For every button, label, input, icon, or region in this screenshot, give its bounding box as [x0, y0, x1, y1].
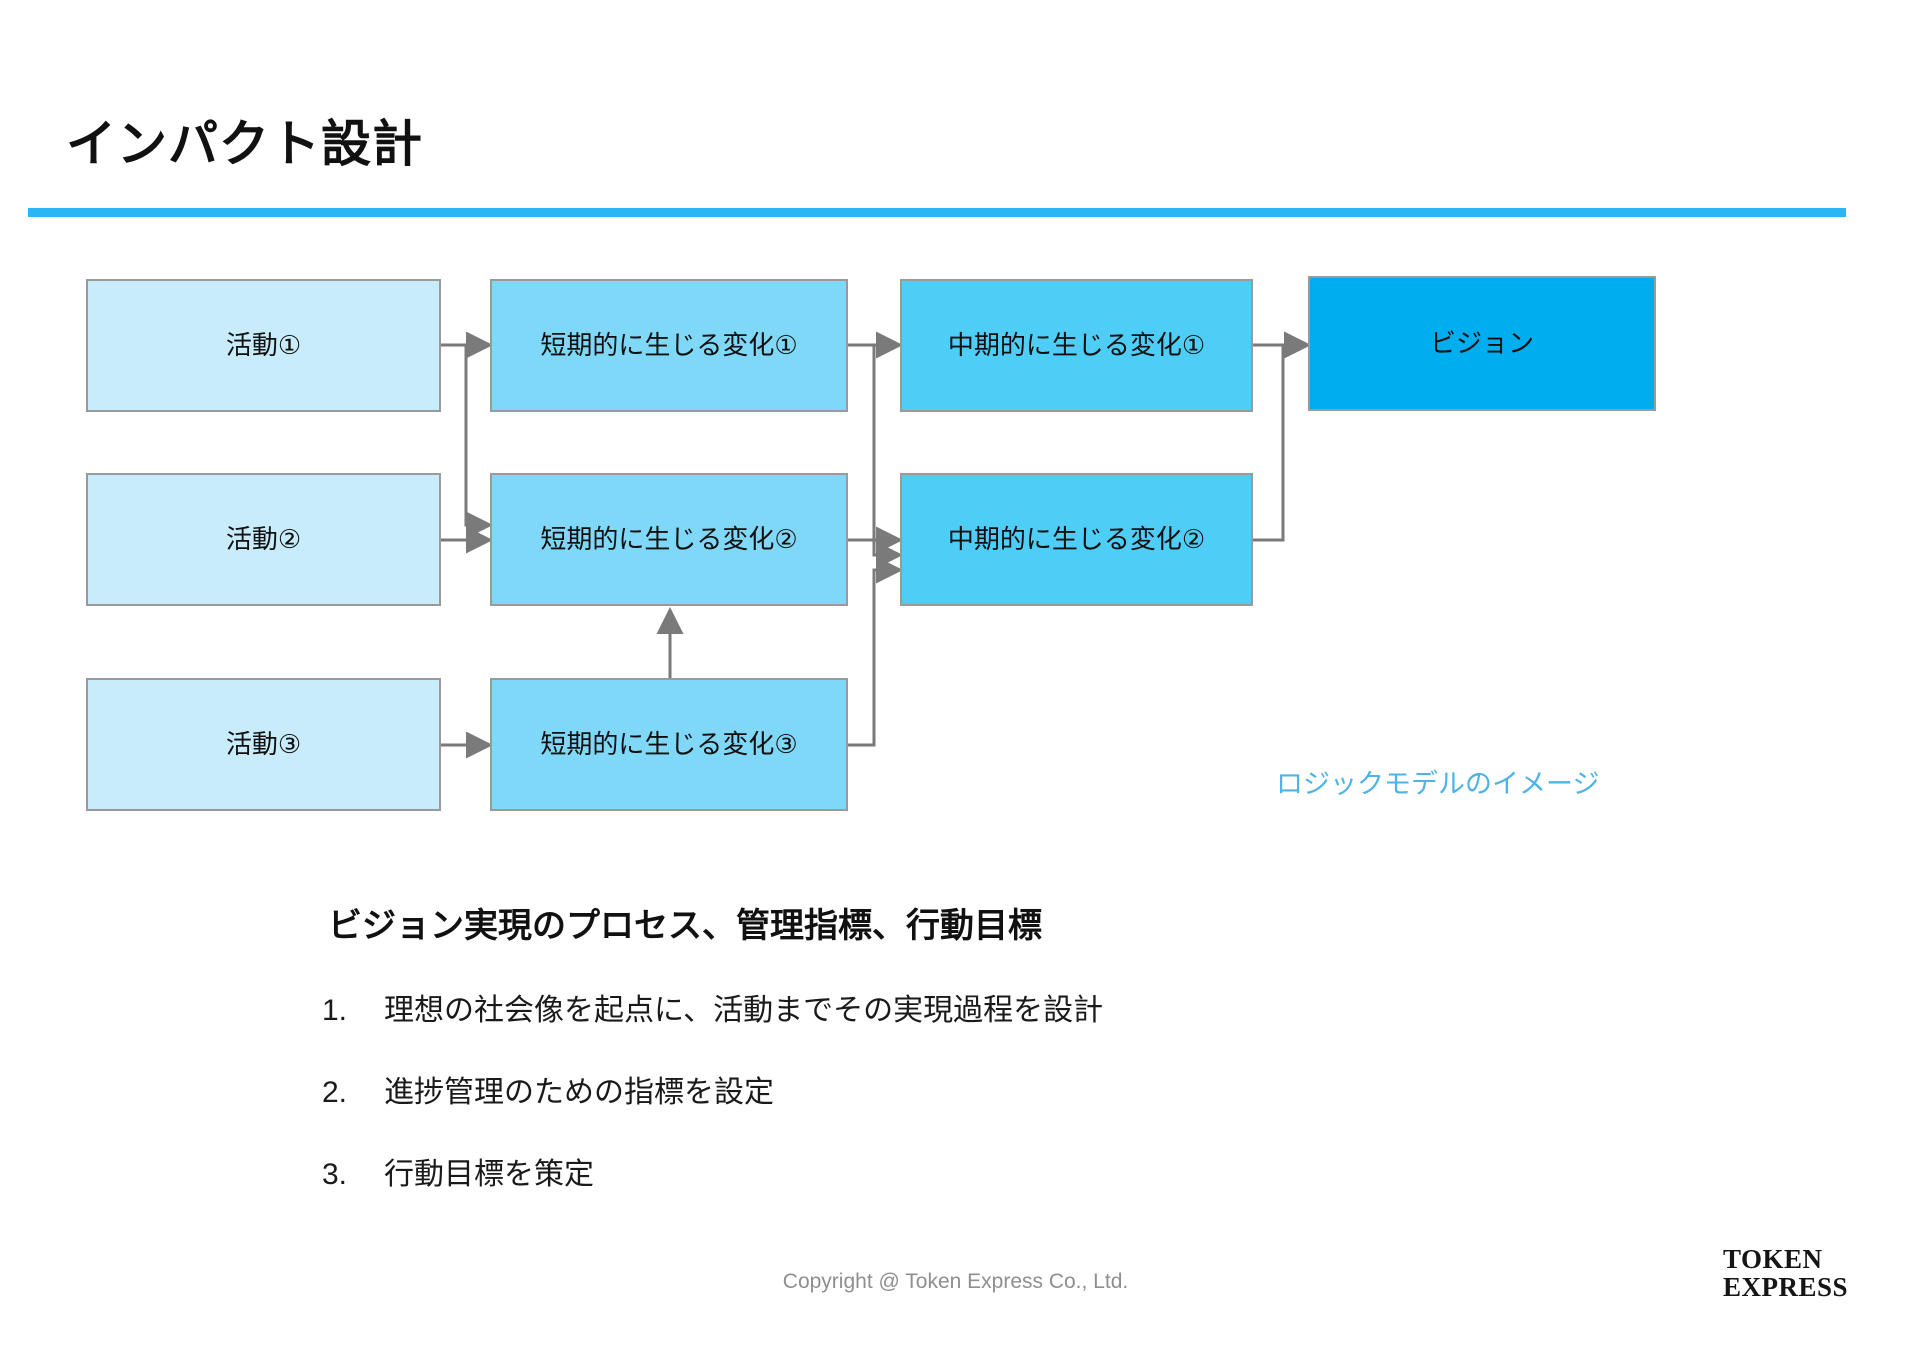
node-activity-3[interactable]: 活動③ — [86, 678, 441, 811]
token-express-logo: TOKEN EXPRESS — [1723, 1245, 1883, 1302]
copyright-text: Copyright @ Token Express Co., Ltd. — [782, 1270, 1129, 1293]
node-label: 活動② — [225, 523, 302, 554]
list-text: 行動目標を策定 — [384, 1158, 594, 1191]
list-marker: 2. — [322, 1076, 348, 1109]
node-activity-1[interactable]: 活動① — [86, 279, 441, 412]
logo-line-1: TOKEN — [1723, 1244, 1823, 1274]
node-label: ビジョン — [1429, 327, 1534, 358]
node-label: 中期的に生じる変化② — [947, 523, 1206, 554]
list-item: 2. 進捗管理のための指標を設定 — [322, 1067, 1422, 1111]
node-short-term-3[interactable]: 短期的に生じる変化③ — [490, 678, 848, 811]
node-label: 活動③ — [225, 728, 302, 759]
title-divider — [28, 208, 1846, 217]
node-short-term-2[interactable]: 短期的に生じる変化② — [490, 473, 848, 606]
list-text: 進捗管理のための指標を設定 — [384, 1076, 774, 1109]
node-label: 短期的に生じる変化③ — [540, 728, 798, 759]
list-text: 理想の社会像を起点に、活動までその実現過程を設計 — [384, 994, 1104, 1027]
list-item: 3. 行動目標を策定 — [322, 1149, 1422, 1193]
section-heading: ビジョン実現のプロセス、管理指標、行動目標 — [328, 907, 1042, 945]
node-short-term-1[interactable]: 短期的に生じる変化① — [490, 279, 848, 412]
node-label: 短期的に生じる変化① — [540, 329, 798, 360]
list-marker: 1. — [322, 994, 348, 1027]
node-activity-2[interactable]: 活動② — [86, 473, 441, 606]
list-item: 1. 理想の社会像を起点に、活動までその実現過程を設計 — [322, 985, 1422, 1029]
numbered-list: 1. 理想の社会像を起点に、活動までその実現過程を設計 2. 進捗管理のための指… — [322, 985, 1422, 1231]
node-mid-term-1[interactable]: 中期的に生じる変化① — [900, 279, 1253, 412]
node-label: 中期的に生じる変化① — [947, 329, 1206, 360]
node-mid-term-2[interactable]: 中期的に生じる変化② — [900, 473, 1253, 606]
node-vision[interactable]: ビジョン — [1308, 276, 1656, 411]
node-label: 短期的に生じる変化② — [540, 523, 798, 554]
page-title: インパクト設計 — [66, 116, 423, 172]
logo-line-2: EXPRESS — [1723, 1272, 1849, 1303]
diagram-annotation: ロジックモデルのイメージ — [1276, 769, 1600, 799]
node-label: 活動① — [225, 329, 302, 360]
list-marker: 3. — [322, 1158, 348, 1191]
